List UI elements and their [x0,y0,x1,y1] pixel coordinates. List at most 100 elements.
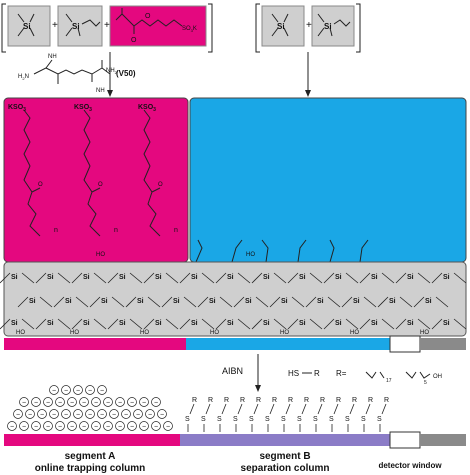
kso3-3: KSO3 [138,104,156,113]
si-atom: Si [299,320,306,327]
silanol-ho: HO [210,330,219,336]
si-atom: Si [47,274,54,281]
svg-text:−: − [124,412,128,419]
svg-text:S: S [297,416,302,423]
negative-charge: − [91,421,101,431]
svg-text:S: S [233,416,238,423]
vinyl-zone [189,97,467,263]
thiol-ligand: SR [185,397,197,432]
si-bond [183,296,197,308]
thiol-ligand: SR [329,397,341,432]
svg-text:R: R [368,397,373,404]
silanol-ho: HO [420,330,429,336]
capillary-window-1 [389,335,421,353]
negative-charge: − [127,421,137,431]
capillary-segment-cyan [186,338,390,350]
si-bond [129,318,143,330]
svg-text:−: − [88,388,92,395]
negative-charge: − [79,397,89,407]
si-bond [237,318,251,330]
n-2: n [114,227,118,234]
si-bond [363,296,377,308]
si-bond [201,272,215,284]
thiol-ligand: SR [265,397,277,432]
si-bond [0,272,11,284]
si-bond [57,272,71,284]
thiol-ligand: SR [297,397,309,432]
silanol-ho: HO [16,330,25,336]
si-bond [35,318,47,330]
si-bond [35,272,47,284]
si-atom: Si [443,274,450,281]
si-bond [125,296,137,308]
thiol-ligand: SR [377,397,389,432]
spma-so3k: SO3K [182,26,197,33]
si-bond [143,318,155,330]
negative-charge: − [97,409,107,419]
si-atom: Si [119,320,126,327]
negative-charge: − [103,421,113,431]
si-bond [431,318,443,330]
si-bond [161,296,173,308]
si-atom: Si [425,298,432,305]
thiol-ligand: SR [201,397,213,432]
si-atom: Si [227,274,234,281]
svg-text:−: − [70,424,74,431]
svg-text:−: − [154,424,158,431]
spma-box [109,5,207,47]
thiol-ligand: SR [313,397,325,432]
si-bond [395,272,407,284]
thiol-ligand: SR [281,397,293,432]
svg-text:−: − [94,424,98,431]
ester-o-3: O [158,182,163,188]
svg-text:R: R [272,397,277,404]
negative-charge: − [109,409,119,419]
si-atom: Si [47,320,54,327]
negative-charge: − [67,421,77,431]
capillary-segment-magenta [4,338,186,350]
si-bond [273,318,287,330]
si-bond [75,296,89,308]
alkyl-chain [365,371,385,379]
thiol-ligand: SR [361,397,373,432]
svg-text:−: − [82,400,86,407]
si-bond [309,272,323,284]
si-atom: Si [245,298,252,305]
si-bond [453,272,467,284]
si-bond [305,296,317,308]
negative-charge: − [49,385,59,395]
si-atom: Si [137,298,144,305]
v50-h2n: H2N [18,74,29,81]
tmos-si: Si [23,22,31,31]
svg-text:−: − [22,400,26,407]
si-bond [0,318,11,330]
negative-charge: − [115,397,125,407]
v50-nh-right: NH [96,88,105,94]
vtms-si: Si [72,22,80,31]
plus-2: + [104,20,110,31]
n-1: n [54,227,58,234]
si-bond [359,272,371,284]
si-bond [251,272,263,284]
svg-text:−: − [40,412,44,419]
svg-text:−: − [142,424,146,431]
silanol-ho: HO [70,330,79,336]
si-bond [251,318,263,330]
negative-charge: − [13,409,23,419]
plus-3: + [306,20,312,31]
svg-text:−: − [106,424,110,431]
negative-charge: − [73,385,83,395]
svg-text:−: − [10,424,14,431]
si-bond [309,318,323,330]
segment-b-bar [180,434,390,446]
capillary-window-2 [389,431,421,449]
negative-charge: − [127,397,137,407]
negative-charge: − [121,409,131,419]
tmos-si-right: Si [277,22,285,31]
svg-text:−: − [46,400,50,407]
svg-text:−: − [88,412,92,419]
si-atom: Si [371,274,378,281]
svg-text:S: S [313,416,318,423]
negative-charge: − [31,421,41,431]
svg-text:−: − [94,400,98,407]
